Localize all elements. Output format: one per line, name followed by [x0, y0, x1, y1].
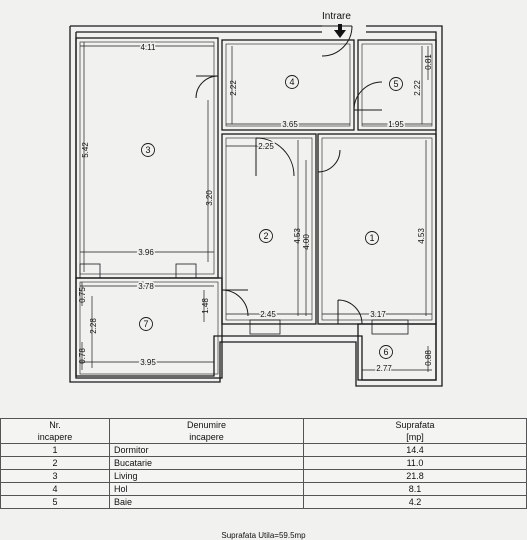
dim-kitchen-bottom: 2.45	[260, 310, 276, 319]
dim-balcony2-width: 2.77	[376, 364, 392, 373]
dim-kitchen-top: 2.25	[258, 142, 274, 151]
room-4-outline	[221, 39, 355, 131]
dim-baie-height: 2.22	[413, 80, 422, 96]
dim-baie-top: 0.81	[424, 54, 433, 70]
room-6-outline	[357, 323, 437, 381]
room-5-outline	[357, 39, 437, 131]
dim-balcony1-bottom: 3.95	[140, 358, 156, 367]
door-balcony6	[337, 299, 363, 325]
dim-balcony1-inner: 1.48	[201, 298, 210, 314]
dim-living-height: 5.42	[81, 142, 90, 158]
entrance-label: Intrare	[322, 11, 351, 22]
dim-living-inner-height: 3.20	[205, 190, 214, 206]
door-hol-baie	[353, 81, 383, 111]
dim-kitchen-inner: 4.00	[302, 234, 311, 250]
room-number-5: 5	[393, 79, 398, 89]
dim-hol-height: 2.22	[229, 80, 238, 96]
room-number-2: 2	[263, 231, 268, 241]
room-3-outline	[75, 37, 219, 279]
floor-plan: Intrare 1 2 3 4 5 6 7 4.11 5.42 3.20 3.9…	[69, 11, 443, 387]
door-balcony7	[221, 289, 249, 317]
dim-living-bottom: 3.96	[138, 248, 154, 257]
room-7-outline	[75, 277, 223, 379]
dim-balcony1-left: 0.75	[78, 287, 87, 303]
room-2-outline	[221, 133, 317, 325]
room-number-4: 4	[289, 77, 294, 87]
door-kitchen	[255, 137, 295, 177]
dim-balcony1-height: 2.28	[89, 318, 98, 334]
room-number-1: 1	[369, 233, 374, 243]
dim-baie-width: 1.95	[388, 120, 404, 129]
dim-balcony1-side: 0.78	[78, 348, 87, 364]
outer-wall	[69, 25, 443, 387]
usable-area-total: Suprafata Utila=59.5mp	[221, 531, 306, 540]
door-hol-living	[195, 75, 219, 99]
header-nr: Nr.incapere	[0, 418, 110, 444]
entrance-arrow-icon	[334, 24, 346, 38]
door-entrance	[321, 25, 353, 57]
dim-living-width: 4.11	[141, 43, 157, 52]
dim-kitchen-height: 4.53	[293, 228, 302, 244]
header-area: Suprafata[mp]	[303, 418, 527, 444]
dim-balcony2-side: 0.88	[424, 350, 433, 366]
dim-hol-width: 3.65	[282, 120, 298, 129]
room-number-3: 3	[145, 145, 150, 155]
dim-bedroom-bottom: 3.17	[370, 310, 386, 319]
room-number-6: 6	[383, 347, 388, 357]
door-bedroom	[317, 149, 341, 173]
dim-bedroom-height: 4.53	[417, 228, 426, 244]
room-number-7: 7	[143, 319, 148, 329]
dim-balcony1-top: 3.78	[138, 282, 154, 291]
